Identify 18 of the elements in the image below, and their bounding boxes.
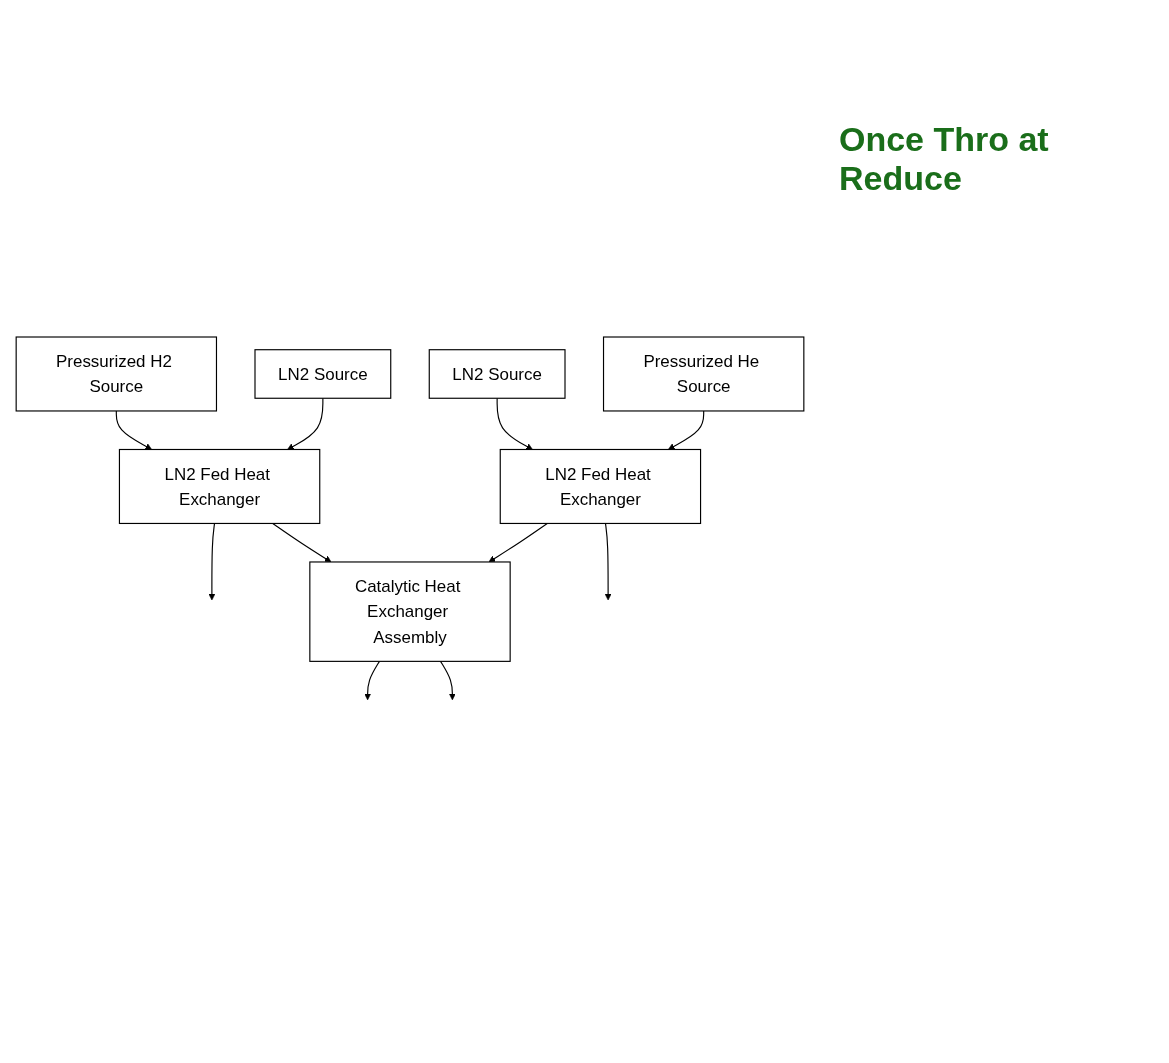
arrow <box>364 660 381 701</box>
arrow <box>208 522 216 601</box>
node-box: Catalytic Heat Exchanger Assembly <box>309 561 511 662</box>
node-box: LN2 Source <box>428 349 566 399</box>
arrow <box>272 522 332 563</box>
arrow <box>496 397 533 450</box>
arrow <box>439 660 456 701</box>
node-box: Pressurized H2 Source <box>15 336 218 412</box>
node-box: Pressurized He Source <box>602 336 805 412</box>
arrow <box>604 522 612 601</box>
arrow <box>488 522 548 563</box>
node-box: LN2 Fed Heat Exchanger <box>499 448 702 525</box>
arrow <box>115 410 152 450</box>
node-box: LN2 Source <box>254 349 392 399</box>
arrow <box>287 397 324 450</box>
node-box: LN2 Fed Heat Exchanger <box>118 448 321 525</box>
diagram-title: Once Thro at Reduce <box>839 120 1050 198</box>
arrow <box>668 410 705 450</box>
